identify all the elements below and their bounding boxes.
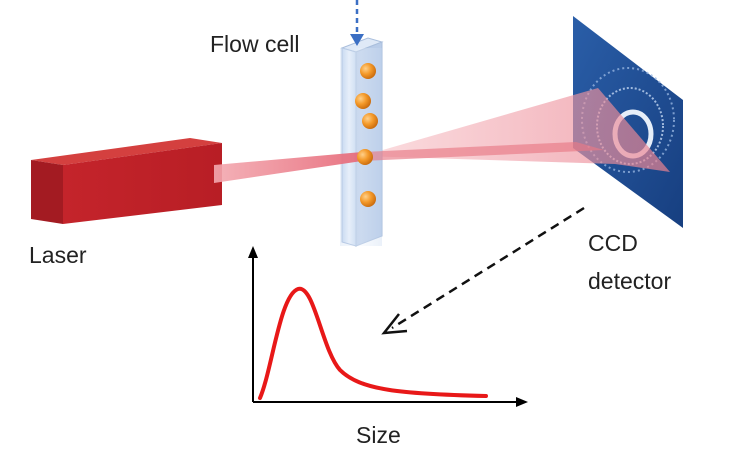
laser-left-face <box>31 160 63 224</box>
detector-label-line2: detector <box>588 268 672 294</box>
diffraction-ring-outer <box>581 67 675 173</box>
particles <box>355 63 378 207</box>
flow-arrow-head <box>350 34 364 46</box>
flow-cell-icon <box>340 37 384 247</box>
diffraction-ring-middle <box>596 87 664 165</box>
laser-label: Laser <box>29 242 87 268</box>
size-axis-label: Size <box>356 422 401 448</box>
transmitted-beam <box>362 142 604 161</box>
distribution-curve <box>258 286 488 400</box>
laser-source-icon <box>31 138 222 224</box>
flow-cell-label: Flow cell <box>210 31 300 57</box>
detector-to-plot-arrow <box>381 206 585 335</box>
size-distribution-plot <box>248 246 528 407</box>
flow-cell-glass <box>340 48 382 246</box>
particle <box>360 63 376 79</box>
particle <box>362 113 378 129</box>
y-axis-arrowhead <box>248 246 258 258</box>
particle <box>355 93 371 109</box>
particle <box>360 191 376 207</box>
flow-direction-arrow <box>350 0 364 46</box>
x-axis-arrowhead <box>516 397 528 407</box>
laser-top-face <box>31 138 222 165</box>
laser-beam <box>214 152 362 183</box>
detector-panel <box>573 16 683 228</box>
dashed-arrow-head <box>381 313 408 335</box>
particle <box>357 149 373 165</box>
laser-front-face <box>63 143 222 224</box>
dashed-arrow-line <box>391 206 585 330</box>
detector-label-line1: CCD <box>588 230 638 256</box>
